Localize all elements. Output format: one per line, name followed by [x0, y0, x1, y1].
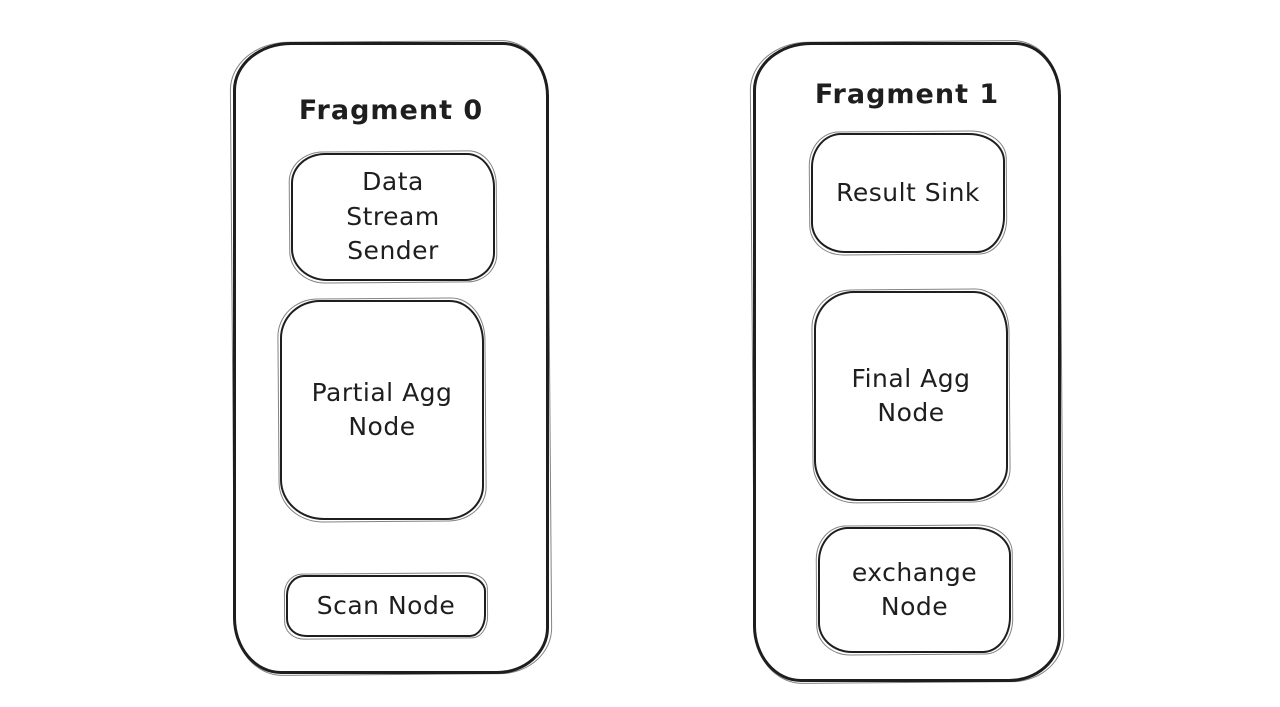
node-exchange: exchange Node: [818, 527, 1011, 653]
node-final-agg: Final Agg Node: [814, 291, 1008, 501]
fragment-1-title: Fragment 1: [814, 79, 1000, 110]
fragment-1-container: Fragment 1 Result Sink Final Agg Node ex…: [753, 42, 1061, 682]
node-partial-agg: Partial Agg Node: [280, 300, 484, 520]
fragment-0-title: Fragment 0: [298, 95, 484, 126]
node-scan: Scan Node: [286, 575, 486, 637]
fragment-0-container: Fragment 0 Data Stream Sender Partial Ag…: [233, 42, 549, 674]
node-data-stream-sender: Data Stream Sender: [291, 153, 495, 281]
node-result-sink: Result Sink: [811, 133, 1005, 253]
